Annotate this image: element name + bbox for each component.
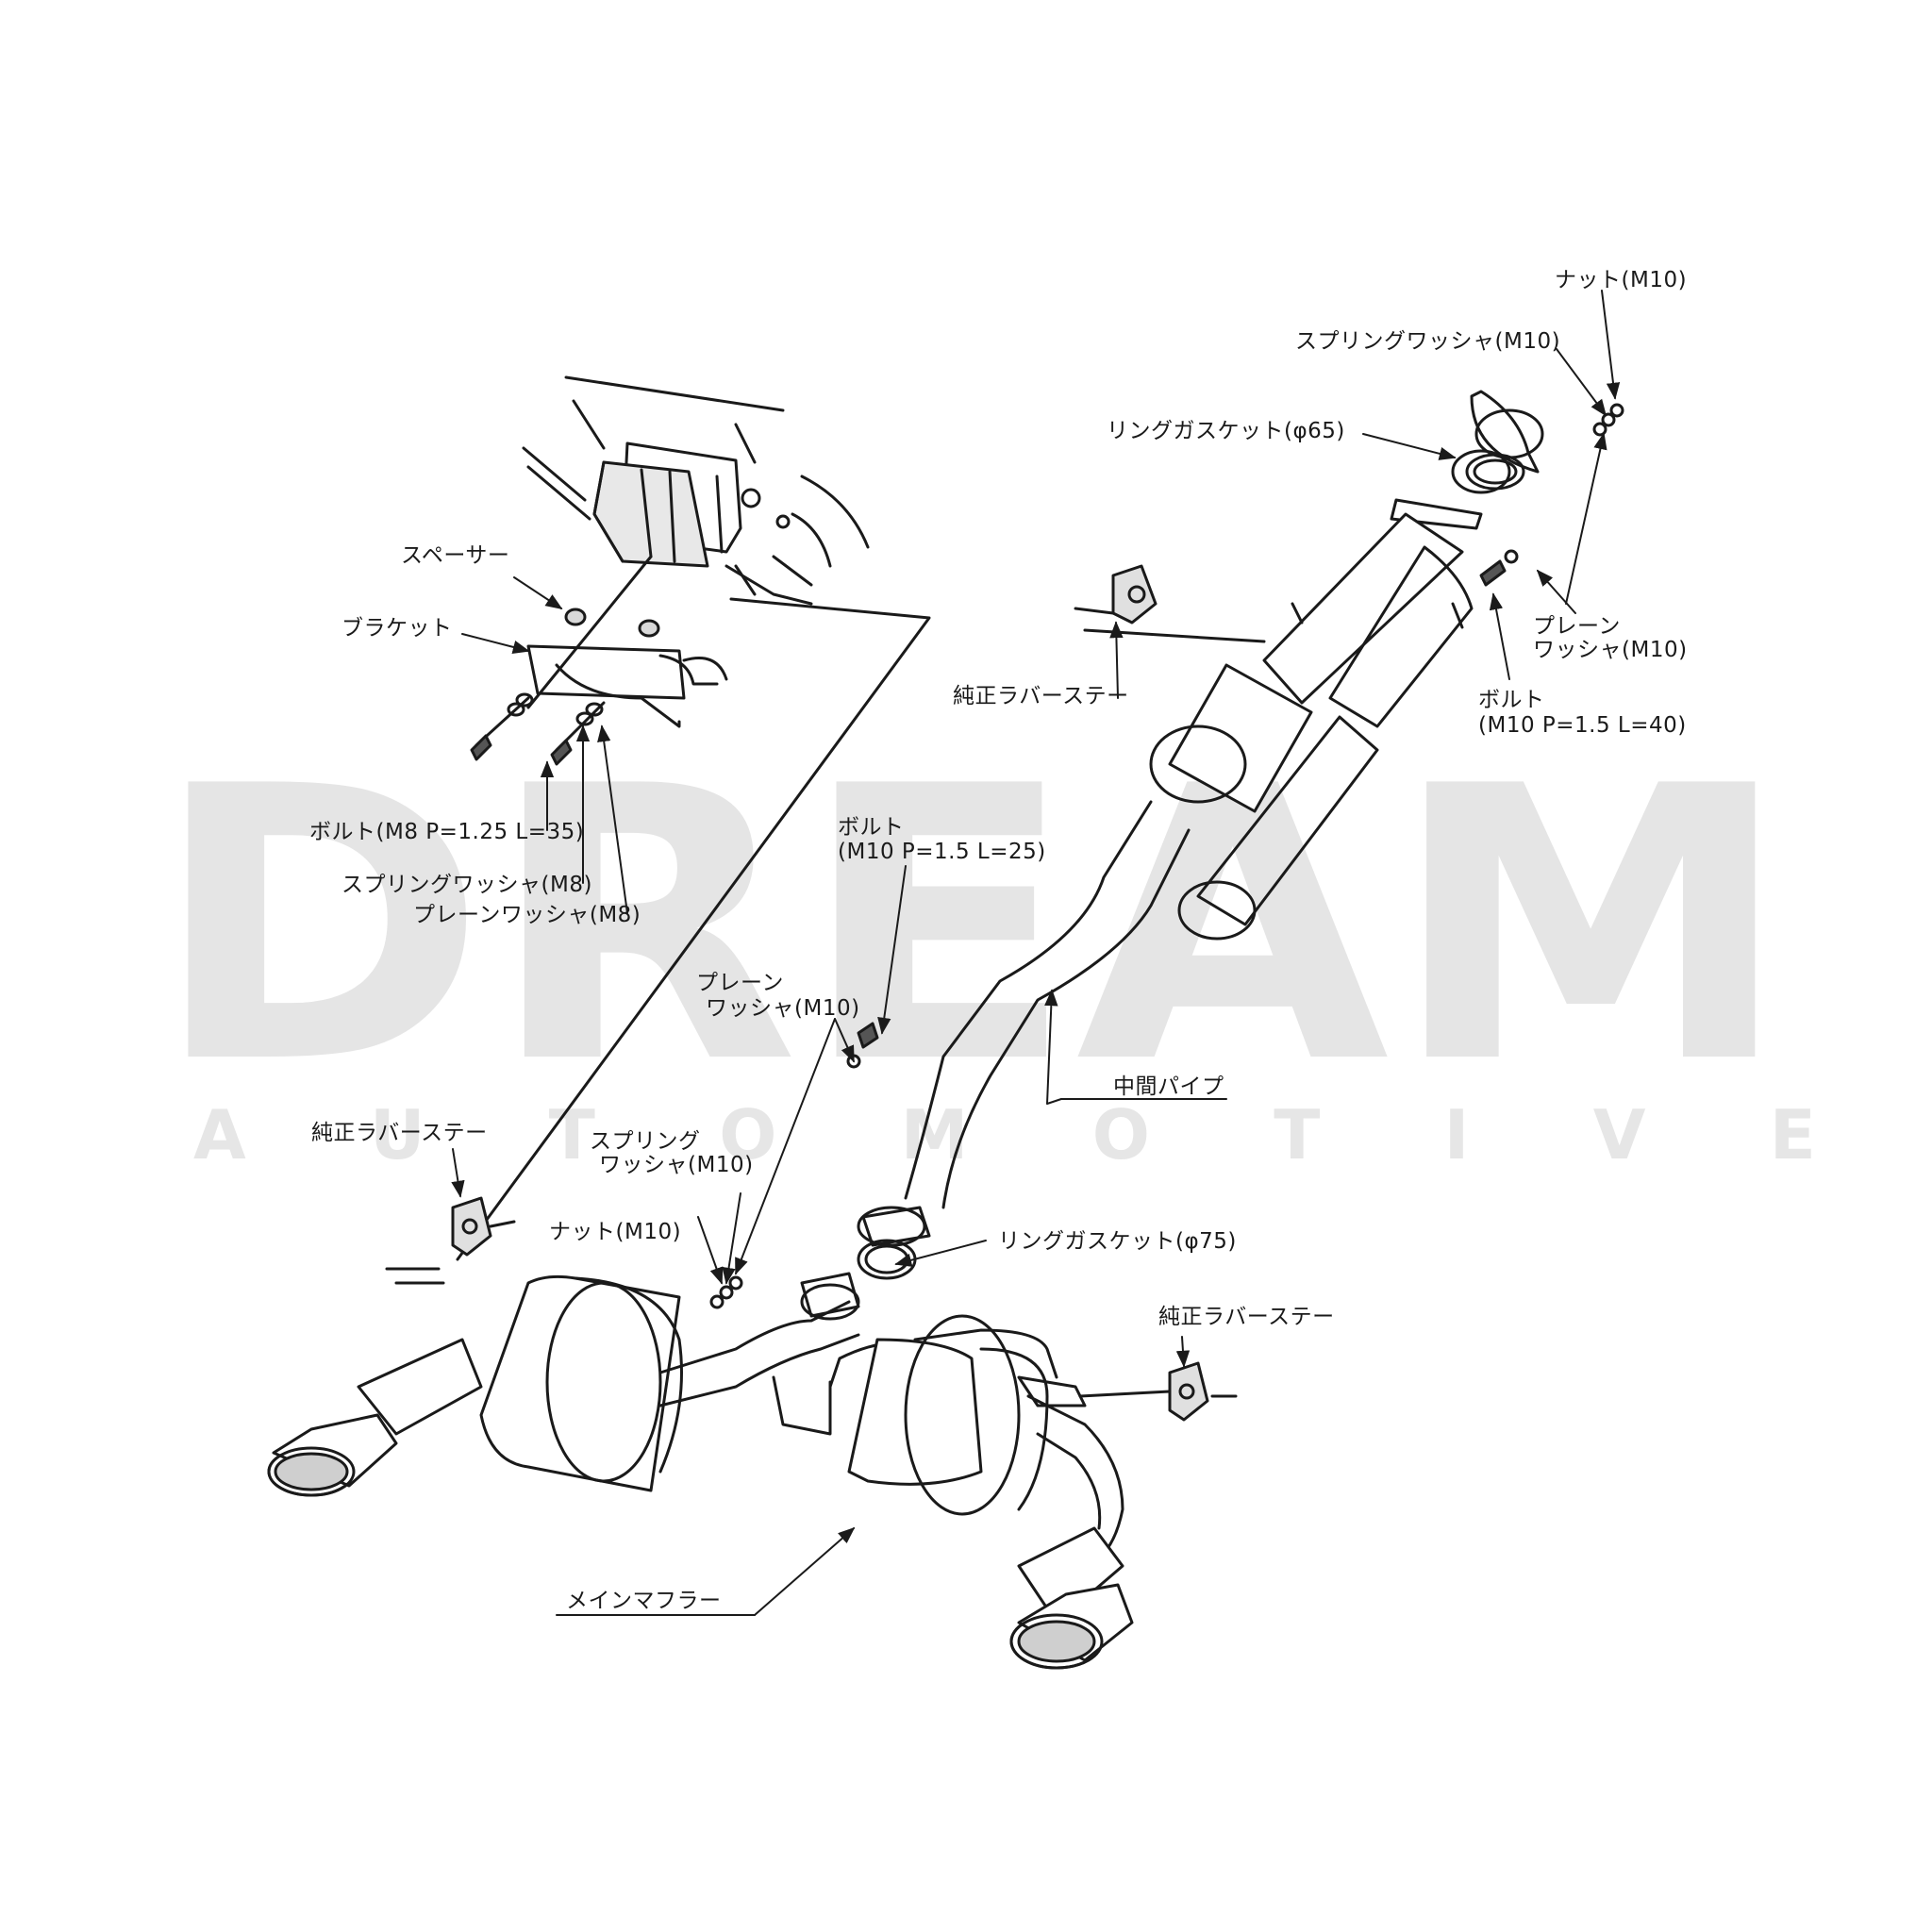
middle-pipe — [904, 390, 1544, 1209]
label-spacer: スペーサー — [401, 543, 510, 568]
label-bolt-m10-40-line2: (M10 P=1.5 L=40) — [1478, 713, 1687, 738]
tailpipes — [267, 1338, 1134, 1670]
label-spring-washer-m10-top: スプリングワッシャ(M10) — [1295, 329, 1561, 354]
label-bolt-m10-25-line1: ボルト — [838, 815, 905, 840]
dream-watermark-word: DREAM — [151, 762, 1792, 1074]
label-rubber-stay-left: 純正ラバーステー — [311, 1121, 488, 1145]
watermark-letter: V — [1592, 1095, 1646, 1174]
watermark-letter: M — [900, 1095, 969, 1174]
label-bolt-m10-40-line1: ボルト — [1478, 688, 1545, 712]
watermark-letter: E — [1769, 1095, 1816, 1174]
label-plain-washer-m8: プレーンワッシャ(M8) — [413, 903, 641, 927]
watermark-letter: A — [193, 1095, 246, 1174]
watermark-letter: O — [1091, 1095, 1150, 1174]
rubber-stays — [394, 564, 1238, 1422]
label-nut-m10-mid: ナット(M10) — [549, 1220, 682, 1244]
label-plain-washer-m10-mid-line2: ワッシャ(M10) — [706, 996, 860, 1021]
label-rubber-stay-top: 純正ラバーステー — [953, 684, 1129, 708]
leader-arrows — [451, 290, 1621, 1616]
dream-watermark: DREAM — [151, 762, 1792, 1074]
label-plain-washer-m10-top-line2: ワッシャ(M10) — [1533, 638, 1688, 662]
watermark-letter: T — [548, 1095, 595, 1174]
label-nut-m10-top: ナット(M10) — [1555, 268, 1688, 292]
label-plain-washer-m10-top-line1: プレーン — [1533, 614, 1621, 639]
watermark-letter: T — [1274, 1095, 1321, 1174]
bracket-assembly — [470, 608, 728, 766]
label-rubber-stay-right: 純正ラバーステー — [1158, 1305, 1335, 1329]
label-main-muffler: メインマフラー — [566, 1589, 722, 1613]
watermark-letter: O — [719, 1095, 777, 1174]
label-ring-gasket-65: リングガスケット(φ65) — [1107, 419, 1345, 443]
label-plain-washer-m10-mid-line1: プレーン — [696, 971, 784, 995]
label-bolt-m8: ボルト(M8 P=1.25 L=35) — [309, 820, 585, 844]
label-bracket: ブラケット — [341, 616, 453, 641]
label-spring-washer-m10-mid-line2: ワッシャ(M10) — [599, 1153, 754, 1177]
main-muffler — [479, 1274, 1124, 1568]
label-spring-washer-m10-mid-line1: スプリング — [590, 1129, 701, 1154]
automotive-watermark: A U T O M O T I V E — [193, 1092, 1816, 1177]
chassis-mount — [522, 375, 870, 606]
body-outline — [385, 555, 931, 1271]
label-bolt-m10-25-line2: (M10 P=1.5 L=25) — [838, 840, 1046, 864]
watermark-letter: U — [370, 1095, 425, 1174]
watermark-letter: I — [1443, 1095, 1470, 1174]
label-ring-gasket-75: リングガスケット(φ75) — [998, 1229, 1237, 1254]
gaskets-flanges — [800, 453, 1525, 1321]
label-middle-pipe: 中間パイプ — [1113, 1074, 1224, 1099]
label-spring-washer-m8: スプリングワッシャ(M8) — [341, 873, 592, 897]
